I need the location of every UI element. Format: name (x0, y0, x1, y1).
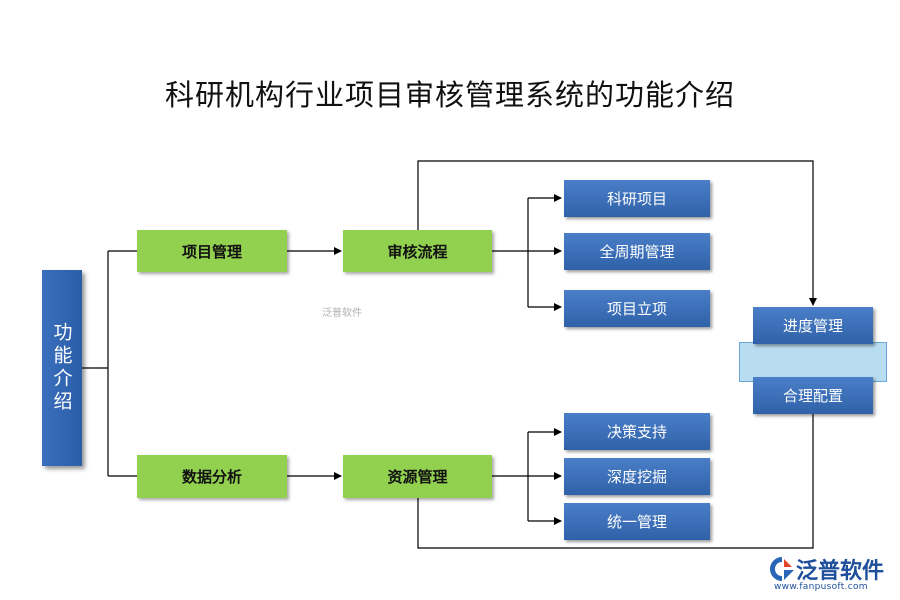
leaf-unified-management: 统一管理 (564, 503, 710, 540)
leaf-full-cycle: 全周期管理 (564, 233, 710, 270)
node-review-process: 审核流程 (343, 230, 492, 272)
logo-icon (770, 557, 794, 581)
root-label: 功能介绍 (50, 322, 73, 414)
node-label: 资源管理 (387, 468, 448, 486)
node-label: 数据分析 (181, 468, 242, 486)
leaf-label: 项目立项 (606, 300, 667, 318)
node-label: 合理配置 (782, 387, 843, 405)
page-title: 科研机构行业项目审核管理系统的功能介绍 (164, 78, 735, 112)
node-label: 审核流程 (387, 242, 448, 261)
leaf-label: 全周期管理 (599, 243, 675, 261)
logo-name: 泛普软件 (796, 559, 885, 584)
node-label: 项目管理 (181, 242, 242, 261)
node-label: 进度管理 (782, 317, 843, 335)
leaf-decision-support: 决策支持 (564, 413, 710, 450)
leaf-label: 决策支持 (606, 423, 667, 441)
node-resource-management: 资源管理 (343, 455, 492, 498)
root-node: 功能介绍 (42, 270, 82, 466)
connector-band (739, 342, 887, 382)
leaf-deep-mining: 深度挖掘 (564, 458, 710, 495)
leaf-label: 科研项目 (606, 190, 667, 208)
leaf-project-initiation: 项目立项 (564, 290, 710, 327)
node-rational-allocation: 合理配置 (753, 377, 873, 414)
logo-url: www.fanpusoft.com (774, 582, 868, 592)
node-progress-management: 进度管理 (753, 307, 873, 344)
leaf-label: 统一管理 (606, 513, 667, 531)
node-data-analysis: 数据分析 (137, 455, 287, 498)
leaf-research-project: 科研项目 (564, 180, 710, 217)
brand-logo: 泛普软件 www.fanpusoft.com (766, 553, 896, 593)
node-project-management: 项目管理 (137, 230, 287, 272)
watermark: 泛普软件 (322, 308, 362, 319)
leaf-label: 深度挖掘 (606, 468, 667, 486)
